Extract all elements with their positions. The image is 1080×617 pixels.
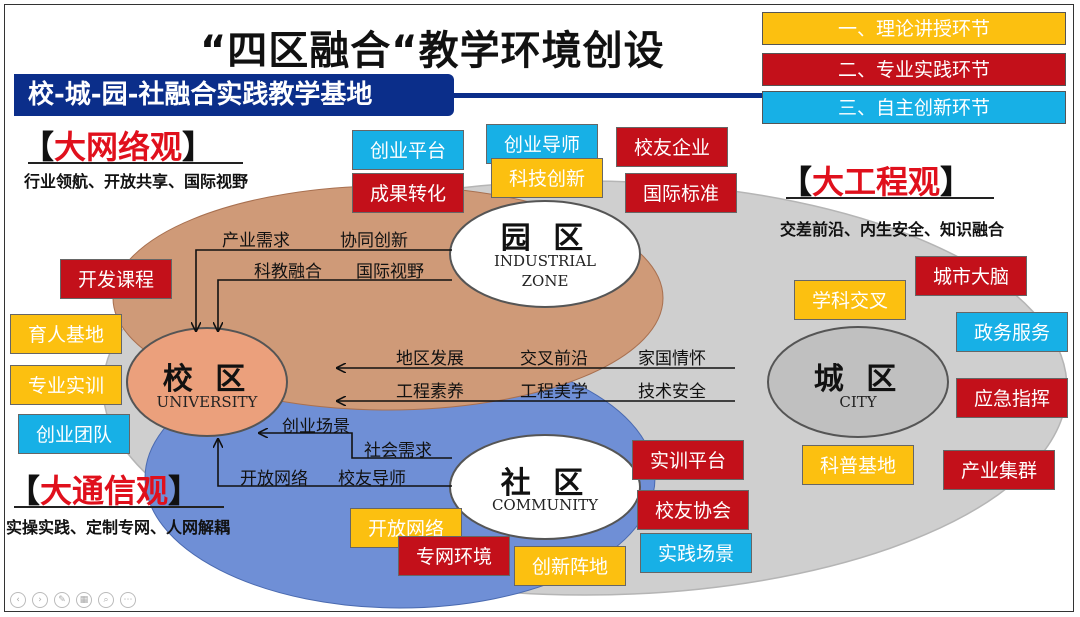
flow-label: 工程美学: [520, 382, 588, 402]
university-title: 校 区: [162, 362, 252, 397]
view-engineering-underline: [786, 197, 994, 199]
flow-label: 产业需求: [222, 231, 290, 251]
flow-label: 家国情怀: [638, 349, 706, 369]
flow-label: 地区发展: [396, 349, 464, 369]
view-engineering: 【大工程观】: [780, 163, 973, 201]
view-engineering-desc: 交差前沿、内生安全、知识融合: [780, 220, 1005, 239]
industrial-title: 园 区: [500, 221, 590, 256]
tag-park: 校友企业: [616, 127, 728, 167]
tag-park: 成果转化: [352, 173, 464, 213]
industrial-circle: [449, 200, 641, 308]
tag-school: 开发课程: [60, 259, 172, 299]
prev-icon[interactable]: ‹: [10, 592, 26, 608]
community-arrow-2: [218, 440, 452, 487]
page-title: “四区融合“教学环境创设: [200, 28, 665, 74]
next-icon[interactable]: ›: [32, 592, 48, 608]
flow-label: 交叉前沿: [520, 349, 588, 369]
tag-city: 科普基地: [802, 445, 914, 485]
flow-label: 社会需求: [364, 441, 432, 461]
park-arrow-1: [196, 249, 452, 330]
flow-label: 科教融合: [254, 262, 322, 282]
view-network-name: 大网络观: [54, 128, 183, 166]
tag-park: 创业导师: [486, 124, 598, 164]
view-network: 【大网络观】: [22, 128, 215, 166]
university-sub: UNIVERSITY: [156, 393, 258, 411]
view-network-desc: 行业领航、开放共享、国际视野: [24, 172, 249, 191]
community-sub: COMMUNITY: [491, 496, 599, 514]
tag-community: 实训平台: [632, 440, 744, 480]
view-communication: 【大通信观】: [8, 472, 201, 510]
tag-city: 学科交叉: [794, 280, 906, 320]
city-title: 城 区: [813, 362, 903, 397]
subtitle-banner: 校-城-园-社融合实践教学基地: [14, 74, 454, 116]
tag-city: 城市大脑: [915, 256, 1027, 296]
slide-frame: [4, 4, 1074, 612]
tag-community: 创新阵地: [514, 546, 626, 586]
tag-park: 科技创新: [491, 158, 603, 198]
zoom-icon[interactable]: ⌕: [98, 592, 114, 608]
tag-park: 国际标准: [625, 173, 737, 213]
tag-city: 政务服务: [956, 312, 1068, 352]
view-network-underline: [28, 162, 243, 164]
flow-label: 工程素养: [396, 382, 464, 402]
tag-school: 创业团队: [18, 414, 130, 454]
flow-label: 创业场景: [282, 417, 350, 437]
tag-city: 产业集群: [943, 450, 1055, 490]
community-arrow-1: [260, 433, 452, 459]
flow-label: 校友导师: [338, 469, 406, 489]
slide-toolbar: ‹ › ✎ ▦ ⌕ ⋯: [10, 592, 136, 608]
city-sub: CITY: [839, 393, 877, 411]
legend-practice: 二、专业实践环节: [762, 53, 1066, 86]
university-circle: [126, 327, 288, 437]
flow-label: 协同创新: [340, 231, 408, 251]
tag-park: 创业平台: [352, 130, 464, 170]
view-communication-underline: [14, 506, 224, 508]
community-title: 社 区: [500, 466, 590, 501]
grid-icon[interactable]: ▦: [76, 592, 92, 608]
pen-icon[interactable]: ✎: [54, 592, 70, 608]
tag-city: 应急指挥: [956, 378, 1068, 418]
tag-school: 专业实训: [10, 365, 122, 405]
tag-community: 专网环境: [398, 536, 510, 576]
legend-theory: 一、理论讲授环节: [762, 12, 1066, 45]
view-communication-name: 大通信观: [40, 472, 169, 510]
industrial-sub1: INDUSTRIAL: [493, 252, 596, 270]
more-icon[interactable]: ⋯: [120, 592, 136, 608]
subtitle-rule: [440, 93, 765, 98]
community-circle: [449, 434, 641, 540]
city-circle: [767, 326, 949, 438]
industrial-sub2: ZONE: [521, 272, 569, 290]
legend-innovation: 三、自主创新环节: [762, 91, 1066, 124]
view-engineering-name: 大工程观: [812, 163, 941, 201]
flow-label: 国际视野: [356, 262, 424, 282]
tag-community: 校友协会: [637, 490, 749, 530]
flow-label: 开放网络: [240, 469, 308, 489]
flow-label: 技术安全: [638, 382, 706, 402]
view-communication-desc: 实操实践、定制专网、人网解耦: [6, 518, 231, 537]
park-arrow-2: [218, 279, 452, 330]
tag-school: 育人基地: [10, 314, 122, 354]
tag-community: 实践场景: [640, 533, 752, 573]
